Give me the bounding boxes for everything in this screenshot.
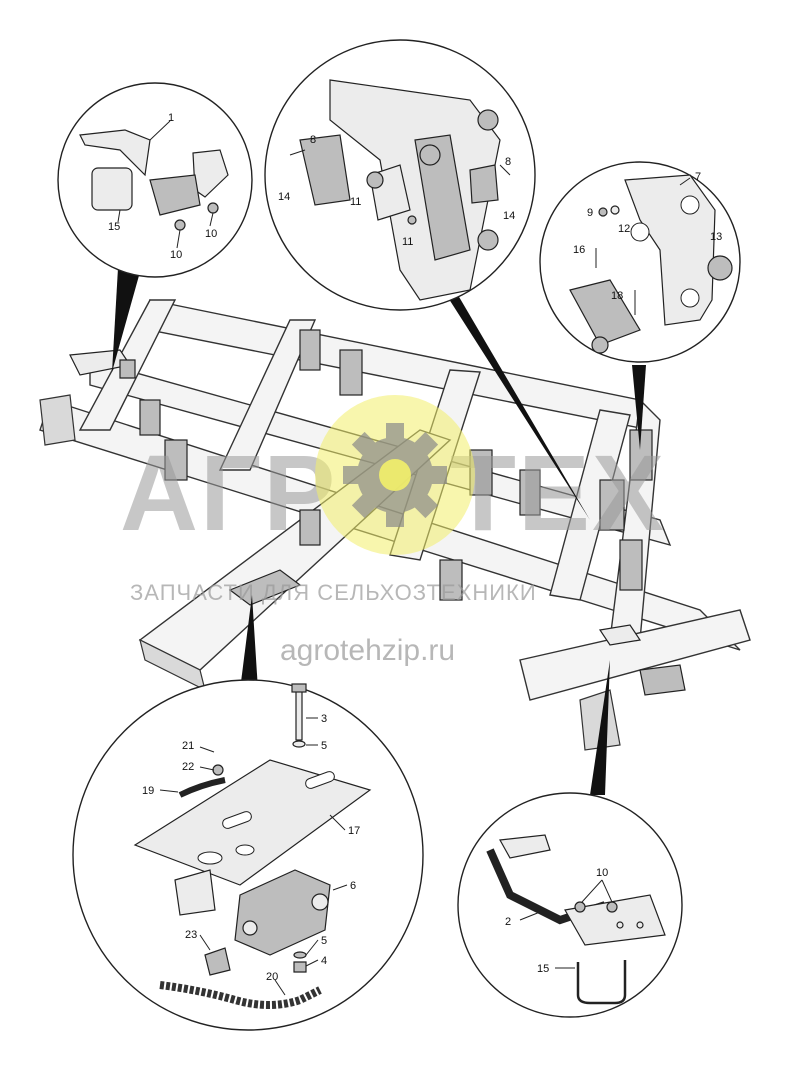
- detail-bottom-left: 3 5 21 22 19 17 6 23 5 4 20: [72, 679, 424, 1031]
- callout-2: 2: [505, 916, 511, 928]
- callout-1: 1: [168, 112, 174, 124]
- callout-3: 3: [321, 713, 327, 725]
- callout-14a: 14: [278, 191, 290, 203]
- callout-15: 15: [108, 221, 120, 233]
- callout-14b: 14: [503, 210, 515, 222]
- callout-8a: 8: [310, 134, 316, 146]
- callout-5b: 5: [321, 935, 327, 947]
- leader-wedges: [112, 268, 646, 795]
- callout-8b: 8: [505, 156, 511, 168]
- callout-21: 21: [182, 740, 194, 752]
- callout-15b: 15: [537, 963, 549, 975]
- watermark: АГР ТЕХ ЗАПЧАСТИ ДЛЯ СЕЛЬХОЗТЕХНИКИ agro…: [120, 395, 666, 667]
- watermark-logo-right: ТЕХ: [450, 432, 666, 553]
- watermark-gear-icon: [315, 395, 475, 555]
- callout-4: 4: [321, 955, 327, 967]
- callout-10b: 10: [170, 249, 182, 261]
- watermark-logo-left: АГР: [120, 432, 337, 553]
- callout-7: 7: [695, 171, 701, 183]
- callout-9: 9: [587, 207, 593, 219]
- callout-5a: 5: [321, 740, 327, 752]
- callout-16: 16: [573, 244, 585, 256]
- detail-top-left: 1 15 10 10: [57, 82, 253, 278]
- callout-12: 12: [618, 223, 630, 235]
- watermark-url: agrotehzip.ru: [280, 634, 455, 667]
- callout-13: 13: [710, 231, 722, 243]
- detail-bottom-right: 10 2 15: [457, 792, 683, 1018]
- watermark-subtitle: ЗАПЧАСТИ ДЛЯ СЕЛЬХОЗТЕХНИКИ: [130, 580, 537, 605]
- callout-17: 17: [348, 825, 360, 837]
- callout-22: 22: [182, 761, 194, 773]
- callout-11b: 11: [402, 236, 413, 248]
- detail-top-right: 7 9 12 13 16 18: [539, 161, 741, 363]
- callout-19: 19: [142, 785, 154, 797]
- callout-18: 18: [611, 290, 623, 302]
- callout-11a: 11: [350, 196, 361, 208]
- callout-20: 20: [266, 971, 278, 983]
- callout-10c: 10: [596, 867, 608, 879]
- detail-top-center: 8 8 14 14 11 11: [264, 39, 536, 311]
- callout-6: 6: [350, 880, 356, 892]
- callout-10a: 10: [205, 228, 217, 240]
- callout-23: 23: [185, 929, 197, 941]
